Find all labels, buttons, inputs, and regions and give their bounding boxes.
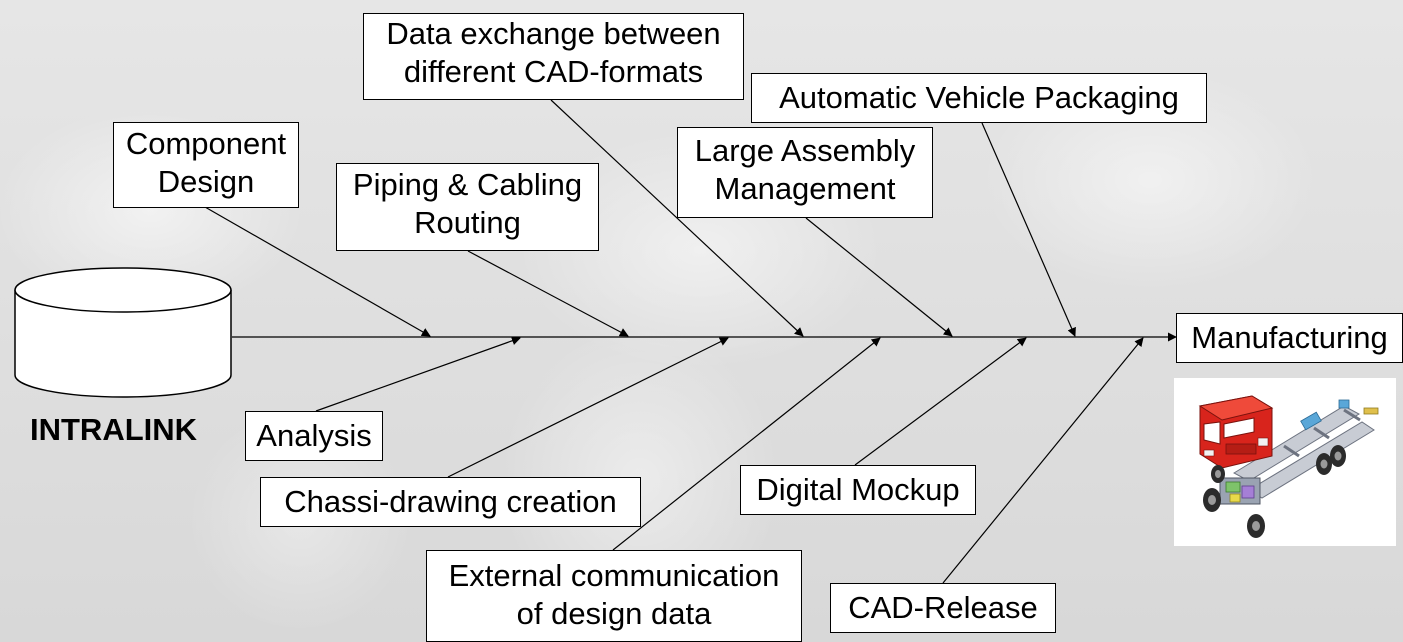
goal-manufacturing: Manufacturing	[1176, 313, 1403, 363]
branch-component-design	[204, 206, 431, 337]
branch-digital-mockup	[854, 337, 1027, 466]
branch-piping-cabling	[467, 250, 629, 337]
cause-label-line: of design data	[516, 596, 712, 631]
cause-label-line: Piping & Cabling	[352, 167, 583, 202]
branch-chassi-drawing	[447, 337, 729, 478]
cause-data-exchange: Data exchange between different CAD-form…	[363, 13, 744, 100]
cause-label-line: Chassi-drawing creation	[284, 484, 617, 519]
cause-piping-cabling: Piping & Cabling Routing	[336, 163, 599, 251]
cause-label-line: Routing	[414, 205, 521, 240]
cause-component-design: Component Design	[113, 122, 299, 208]
cause-label-line: External communication	[448, 558, 780, 593]
branch-cad-release	[942, 337, 1144, 584]
cause-label-line: different CAD-formats	[403, 54, 704, 89]
database-label: INTRALINK	[30, 412, 198, 447]
branch-analysis	[315, 336, 521, 412]
cause-digital-mockup: Digital Mockup	[740, 465, 976, 515]
cause-label-line: CAD-Release	[848, 590, 1038, 625]
branch-large-assembly	[805, 217, 953, 337]
truck-chassis-icon	[1198, 395, 1379, 538]
cause-label-line: Digital Mockup	[756, 472, 960, 507]
cause-auto-packaging: Automatic Vehicle Packaging	[751, 73, 1207, 123]
cause-cad-release: CAD-Release	[830, 583, 1056, 633]
cause-label-line: Data exchange between	[386, 16, 721, 51]
branch-external-comm	[612, 337, 881, 551]
cause-label-line: Analysis	[256, 418, 372, 453]
goal-label: Manufacturing	[1191, 320, 1388, 355]
branch-auto-packaging	[981, 122, 1076, 337]
cause-label-line: Automatic Vehicle Packaging	[779, 80, 1179, 115]
branch-data-exchange	[550, 99, 804, 337]
cause-label-line: Large Assembly	[694, 133, 916, 168]
database-cylinder-icon	[14, 267, 232, 398]
cause-label-line: Management	[714, 171, 896, 206]
truck-chassis-illustration	[1174, 378, 1396, 546]
cause-external-comm: External communication of design data	[426, 550, 802, 642]
cause-analysis: Analysis	[245, 411, 383, 461]
cause-chassi-drawing: Chassi-drawing creation	[260, 477, 641, 527]
cause-label-line: Design	[157, 164, 255, 199]
cause-label-line: Component	[125, 126, 287, 161]
cause-large-assembly: Large Assembly Management	[677, 127, 933, 218]
